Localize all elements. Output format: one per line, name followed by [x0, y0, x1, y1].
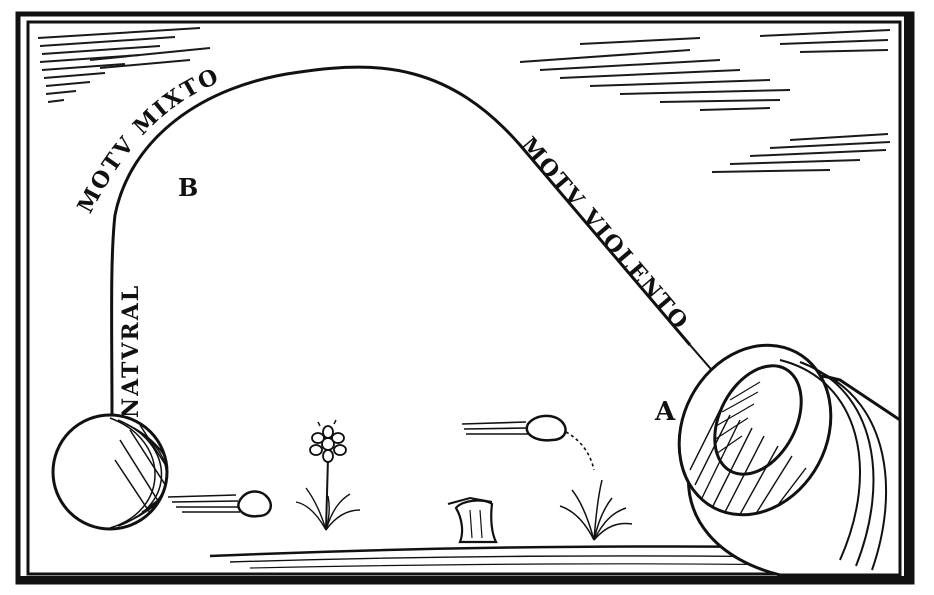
clouds-icon — [37, 27, 891, 173]
rock-icon-left — [167, 490, 272, 518]
point-b-label: B — [178, 173, 198, 202]
flower-icon — [295, 419, 361, 531]
cloud-top-right — [519, 29, 891, 111]
label-violento-path: MOTV VIOLENTO — [515, 132, 692, 336]
label-mixto: MOTV MIXTO — [72, 63, 224, 218]
projectile-trajectory — [110, 65, 692, 419]
inner-frame — [26, 20, 902, 576]
outer-frame — [15, 11, 915, 585]
cannon-icon — [677, 343, 902, 577]
label-violento: MOTV VIOLENTO — [515, 132, 694, 336]
tree-stump-icon — [447, 496, 498, 544]
grass-tuft-icon — [559, 479, 633, 541]
label-natural: NATVRAL — [118, 284, 144, 418]
cloud-mid-right — [711, 133, 891, 173]
label-mixto-path: MOTV MIXTO — [72, 63, 222, 218]
rock-fall-streak — [565, 431, 595, 471]
cloud-top-left — [37, 27, 211, 103]
cannonball-icon — [51, 413, 169, 531]
point-a-label: A — [654, 397, 676, 427]
rock-icon-right — [461, 414, 595, 471]
